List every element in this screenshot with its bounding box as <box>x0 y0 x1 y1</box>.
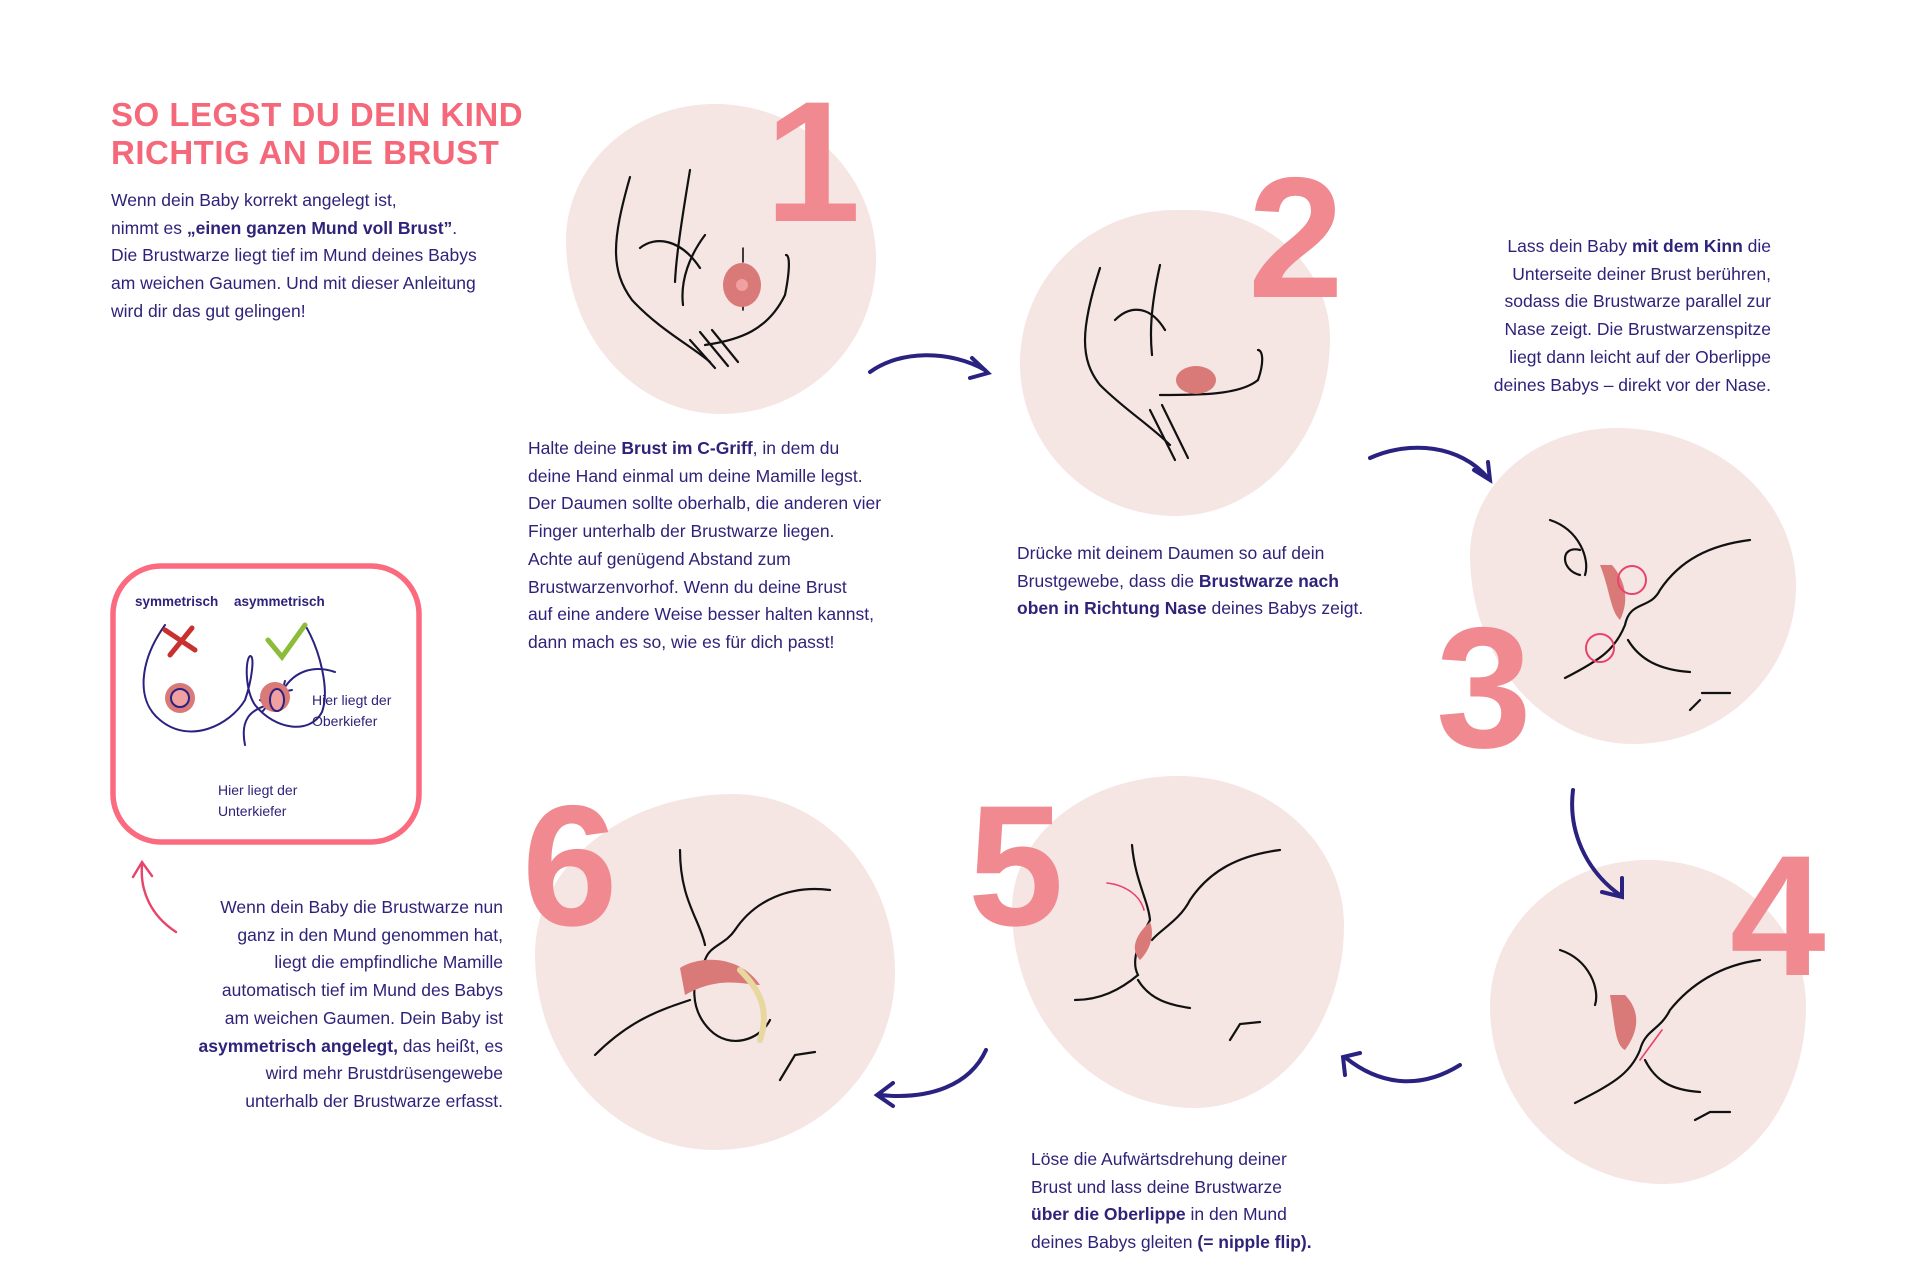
intro-line: Wenn dein Baby korrekt angelegt ist, <box>111 190 397 210</box>
text-emphasis: (= nipple flip). <box>1197 1232 1312 1253</box>
step3-text: Lass dein Baby mit dem Kinn die Untersei… <box>1440 233 1771 399</box>
step-line: unterhalb der Brustwarze erfasst. <box>245 1090 503 1111</box>
step5-background-blob <box>1012 776 1344 1108</box>
text-emphasis: oben in Richtung Nase <box>1017 598 1207 619</box>
intro-emphasis: „einen ganzen Mund voll Brust” <box>186 217 453 238</box>
intro-text-part: nimmt es <box>111 217 187 238</box>
step-line: über die Oberlippe in den Mund <box>1031 1201 1411 1229</box>
title-line-2: RICHTIG AN DIE BRUST <box>111 134 500 171</box>
check-icon <box>265 622 308 662</box>
step5-text: Löse die Aufwärtsdrehung deiner Brust un… <box>1031 1146 1411 1257</box>
intro-line: Die Brustwarze liegt tief im Mund deines… <box>111 245 477 266</box>
text-part: deines Babys gleiten <box>1031 1232 1198 1253</box>
step-line: ganz in den Mund genommen hat, <box>237 924 503 945</box>
text-part: Halte deine <box>528 438 622 458</box>
step-line: Lass dein Baby mit dem Kinn die <box>1440 233 1771 261</box>
step-line: dann mach es so, wie es für dich passt! <box>528 631 835 652</box>
baby-face-step3-icon <box>1548 518 1752 712</box>
step-line: deine Hand einmal um deine Mamille legst… <box>528 465 863 486</box>
step1-background-blob <box>566 104 876 414</box>
step-line: deines Babys gleiten (= nipple flip). <box>1031 1229 1411 1257</box>
text-emphasis: Brust im C-Griff <box>621 438 753 458</box>
text-part: Brustgewebe, dass die <box>1017 570 1199 591</box>
step-line: automatisch tief im Mund des Babys <box>221 980 503 1001</box>
intro-text-part: . <box>452 217 458 238</box>
label-symmetric: symmetrisch <box>135 594 219 609</box>
step2-background-blob <box>1020 210 1330 516</box>
step-line: Finger unterhalb der Brustwarze liegen. <box>528 521 835 542</box>
title-line-1: SO LEGST DU DEIN KIND <box>111 96 524 133</box>
label-line: Hier liegt der <box>312 692 392 708</box>
wrong-x-icon <box>162 625 198 658</box>
text-emphasis: asymmetrisch angelegt, <box>198 1035 398 1056</box>
step-line: Wenn dein Baby die Brustwarze nun <box>220 897 503 917</box>
text-emphasis: Brustwarze nach <box>1198 570 1339 591</box>
text-part: das heißt, es <box>397 1035 503 1056</box>
text-part: , in dem du <box>752 438 840 458</box>
step-number-4: 4 <box>1730 820 1826 1012</box>
step-line: Der Daumen sollte oberhalb, die anderen … <box>528 493 882 514</box>
flow-arrows <box>868 353 1624 1108</box>
arrow-1-to-2-icon <box>868 353 992 380</box>
step-line: liegt dann leicht auf der Oberlippe <box>1509 346 1771 367</box>
step3-background-blob <box>1470 428 1796 744</box>
step-number-5: 5 <box>968 770 1064 962</box>
arrow-5-to-6-icon <box>873 1048 988 1108</box>
text-part: in den Mund <box>1185 1204 1287 1225</box>
step-line: Achte auf genügend Abstand zum <box>528 548 791 569</box>
label-lower-jaw: Hier liegt der Unterkiefer <box>218 780 297 822</box>
arrow-3-to-4-icon <box>1570 788 1624 900</box>
intro-text: Wenn dein Baby korrekt angelegt ist, nim… <box>111 187 511 326</box>
step-line: deines Babys – direkt vor der Nase. <box>1493 374 1771 395</box>
hand-thumb-press-icon <box>1083 263 1264 462</box>
hand-c-grip-icon <box>614 168 790 370</box>
text-emphasis: mit dem Kinn <box>1631 236 1743 256</box>
step-line: oben in Richtung Nase deines Babys zeigt… <box>1017 595 1397 623</box>
label-line: Oberkiefer <box>312 713 378 729</box>
text-part: deines Babys zeigt. <box>1206 598 1364 619</box>
pointer-arrow-to-box-icon <box>131 859 178 934</box>
intro-line: nimmt es „einen ganzen Mund voll Brust”. <box>111 215 511 243</box>
breast-diagram-icon <box>142 624 336 746</box>
step1-text: Halte deine Brust im C-Griff, in dem du … <box>528 435 908 657</box>
step-line: Brustgewebe, dass die Brustwarze nach <box>1017 568 1397 596</box>
text-part: Lass dein Baby <box>1507 236 1632 256</box>
step-line: wird mehr Brustdrüsengewebe <box>265 1063 503 1084</box>
step-line: asymmetrisch angelegt, das heißt, es <box>150 1033 503 1061</box>
step-line: am weichen Gaumen. Dein Baby ist <box>224 1007 503 1028</box>
label-asymmetric: asymmetrisch <box>234 594 325 609</box>
arrow-2-to-3-icon <box>1368 445 1493 484</box>
step-number-3: 3 <box>1436 592 1532 784</box>
step-line: auf eine andere Weise besser halten kann… <box>528 604 875 625</box>
arrow-4-to-5-icon <box>1340 1051 1462 1084</box>
text-emphasis: über die Oberlippe <box>1031 1204 1186 1225</box>
step-line: Halte deine Brust im C-Griff, in dem du <box>528 435 908 463</box>
info-box-frame <box>110 563 422 845</box>
step-line: liegt die empfindliche Mamille <box>274 952 503 973</box>
text-part: die <box>1742 236 1771 256</box>
step4-background-blob <box>1490 860 1806 1184</box>
step-line: Brust und lass deine Brustwarze <box>1031 1176 1282 1197</box>
step-number-2: 2 <box>1248 142 1344 334</box>
label-upper-jaw: Hier liegt der Oberkiefer <box>312 690 391 732</box>
step2-text: Drücke mit deinem Daumen so auf dein Bru… <box>1017 540 1397 623</box>
intro-line: wird dir das gut gelingen! <box>111 300 306 321</box>
page-title: SO LEGST DU DEIN KIND RICHTIG AN DIE BRU… <box>111 96 523 172</box>
step-line: Brustwarzenvorhof. Wenn du deine Brust <box>528 576 847 597</box>
step6-text: Wenn dein Baby die Brustwarze nun ganz i… <box>150 894 503 1116</box>
step-line: Drücke mit deinem Daumen so auf dein <box>1017 543 1325 563</box>
baby-face-step4-icon <box>1558 948 1762 1122</box>
baby-face-step5-icon <box>1073 843 1282 1042</box>
step-line: Unterseite deiner Brust berühren, <box>1512 263 1771 284</box>
step-line: Löse die Aufwärtsdrehung deiner <box>1031 1149 1287 1169</box>
label-line: Unterkiefer <box>218 803 287 819</box>
intro-line: am weichen Gaumen. Und mit dieser Anleit… <box>111 273 476 294</box>
step-number-1: 1 <box>765 66 861 258</box>
step-number-6: 6 <box>522 770 618 962</box>
step-line: sodass die Brustwarze parallel zur <box>1504 291 1771 312</box>
label-line: Hier liegt der <box>218 782 298 798</box>
step-line: Nase zeigt. Die Brustwarzenspitze <box>1504 319 1772 340</box>
